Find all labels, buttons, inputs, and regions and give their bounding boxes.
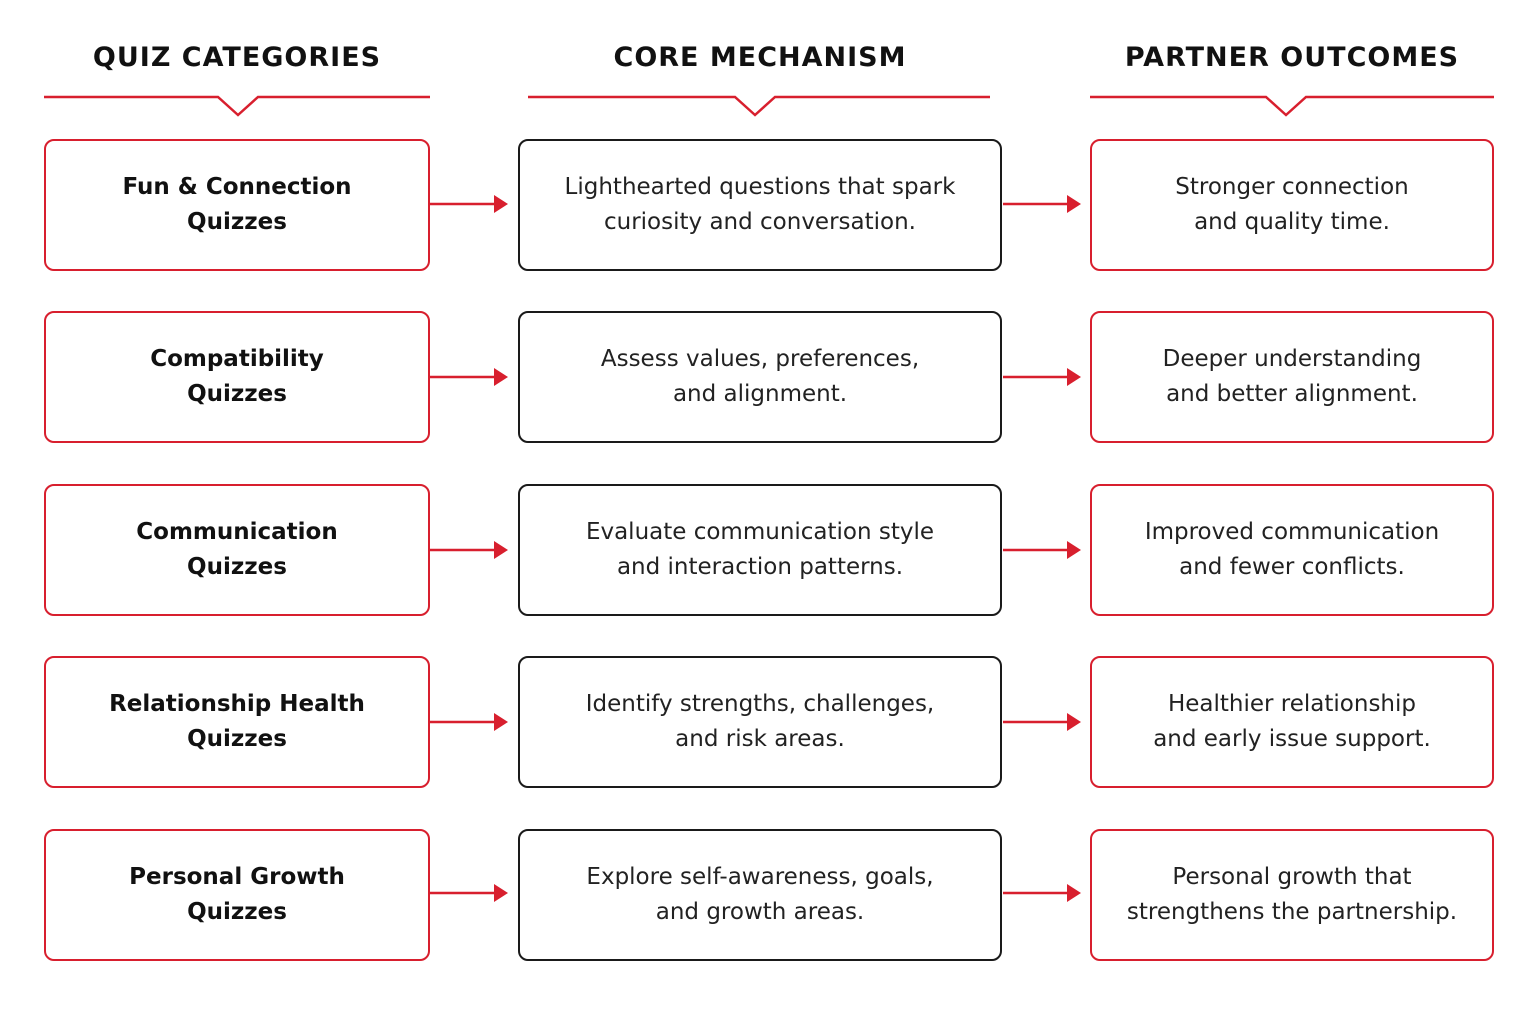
mechanism-box-relationship-health: Identify strengths, challenges, and risk… [518, 656, 1002, 788]
category-label: Communication Quizzes [136, 519, 338, 580]
outcome-label: Deeper understanding and better alignmen… [1162, 346, 1422, 407]
mechanism-label: Explore self-awareness, goals, and growt… [586, 864, 934, 925]
header-core-mechanism: CORE MECHANISM [613, 42, 907, 73]
outcome-box-personal-growth: Personal growth that strengthens the par… [1090, 829, 1494, 961]
outcome-box-relationship-health: Healthier relationship and early issue s… [1090, 656, 1494, 788]
arrow-right-icon [430, 195, 508, 213]
arrow-right-icon [1003, 195, 1081, 213]
mechanism-label: Identify strengths, challenges, and risk… [585, 691, 935, 752]
mechanism-box-compatibility: Assess values, preferences, and alignmen… [518, 311, 1002, 443]
category-box-fun-connection: Fun & Connection Quizzes [44, 139, 430, 271]
outcome-label: Healthier relationship and early issue s… [1153, 691, 1431, 752]
mechanism-label: Assess values, preferences, and alignmen… [600, 346, 920, 407]
arrow-right-icon [430, 541, 508, 559]
category-box-compatibility: Compatibility Quizzes [44, 311, 430, 443]
outcome-box-fun-connection: Stronger connection and quality time. [1090, 139, 1494, 271]
header-quiz-categories: QUIZ CATEGORIES [92, 42, 382, 73]
category-label: Personal Growth Quizzes [129, 864, 345, 925]
header-underline-outcomes [1090, 95, 1494, 117]
outcome-label: Personal growth that strengthens the par… [1126, 864, 1458, 925]
outcome-label: Improved communication and fewer conflic… [1144, 519, 1440, 580]
arrow-right-icon [1003, 713, 1081, 731]
category-box-communication: Communication Quizzes [44, 484, 430, 616]
header-partner-outcomes: PARTNER OUTCOMES [1124, 42, 1460, 73]
arrow-right-icon [1003, 541, 1081, 559]
mechanism-box-communication: Evaluate communication style and interac… [518, 484, 1002, 616]
category-box-relationship-health: Relationship Health Quizzes [44, 656, 430, 788]
arrow-right-icon [1003, 884, 1081, 902]
category-label: Relationship Health Quizzes [109, 691, 365, 752]
mechanism-label: Lighthearted questions that spark curios… [564, 174, 956, 235]
arrow-right-icon [430, 368, 508, 386]
outcome-label: Stronger connection and quality time. [1175, 174, 1409, 235]
outcome-box-communication: Improved communication and fewer conflic… [1090, 484, 1494, 616]
arrow-right-icon [430, 884, 508, 902]
arrow-right-icon [1003, 368, 1081, 386]
outcome-box-compatibility: Deeper understanding and better alignmen… [1090, 311, 1494, 443]
header-underline-mechanism [528, 95, 990, 117]
category-box-personal-growth: Personal Growth Quizzes [44, 829, 430, 961]
category-label: Compatibility Quizzes [150, 346, 324, 407]
mechanism-box-personal-growth: Explore self-awareness, goals, and growt… [518, 829, 1002, 961]
arrow-right-icon [430, 713, 508, 731]
header-underline-categories [44, 95, 430, 117]
category-label: Fun & Connection Quizzes [122, 174, 352, 235]
mechanism-label: Evaluate communication style and interac… [585, 519, 935, 580]
mechanism-box-fun-connection: Lighthearted questions that spark curios… [518, 139, 1002, 271]
